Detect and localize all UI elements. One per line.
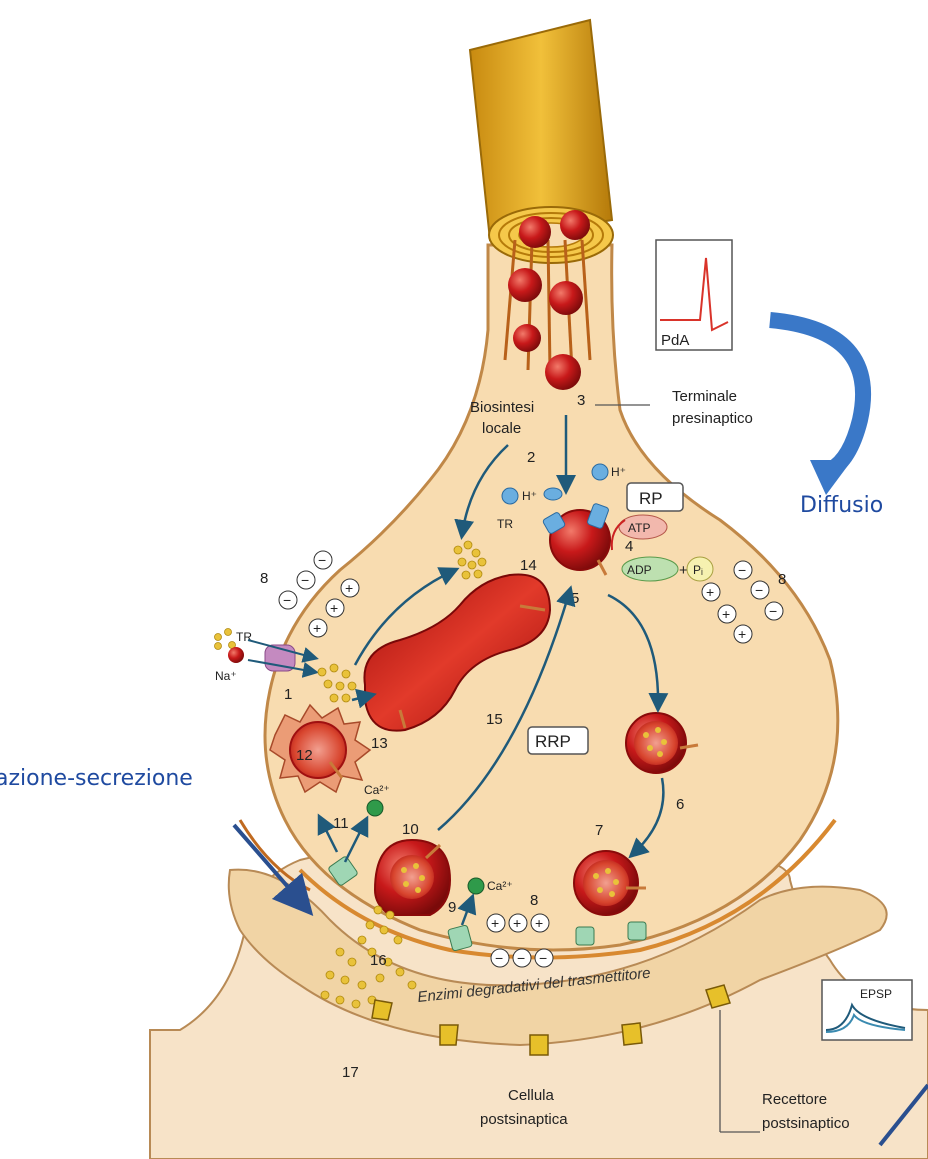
num-8-bottom: 8	[530, 892, 538, 909]
atp-label: ATP	[628, 521, 650, 535]
ca-label-right: Ca²⁺	[487, 879, 513, 893]
num-3: 3	[577, 392, 585, 409]
svg-text:−: −	[517, 950, 525, 966]
svg-text:+: +	[330, 600, 338, 616]
presynaptic-terminal	[265, 245, 838, 950]
rrp-box: RRP	[528, 727, 588, 754]
num-5: 5	[571, 590, 579, 607]
svg-text:+: +	[535, 915, 543, 931]
num-13: 13	[371, 735, 388, 752]
recettore-line2: postsinaptico	[762, 1115, 850, 1132]
num-4: 4	[625, 538, 633, 555]
epsp-label: EPSP	[860, 987, 892, 1001]
pi-label: Pᵢ	[693, 563, 703, 577]
rp-label: RP	[639, 489, 663, 508]
svg-text:−: −	[738, 562, 746, 578]
svg-text:−: −	[318, 552, 326, 568]
num-15: 15	[486, 711, 503, 728]
svg-text:−: −	[301, 572, 309, 588]
h-plus-left: H⁺	[522, 489, 537, 503]
terminale-line1: Terminale	[672, 388, 737, 405]
rrp-label: RRP	[535, 732, 571, 751]
diffusion-curved-arrow-icon	[770, 320, 863, 495]
num-1: 1	[284, 686, 292, 703]
svg-text:+: +	[345, 580, 353, 596]
tr-label-top: TR	[497, 517, 513, 531]
tr-label-left: TR	[236, 630, 252, 644]
num-8-left: 8	[260, 570, 268, 587]
num-9: 9	[448, 899, 456, 916]
svg-text:−: −	[539, 950, 547, 966]
svg-text:+: +	[513, 915, 521, 931]
num-17: 17	[342, 1064, 359, 1081]
cellula-line1: Cellula	[508, 1087, 555, 1104]
svg-text:+: +	[738, 626, 746, 642]
num-16: 16	[370, 952, 387, 969]
svg-text:−: −	[755, 582, 763, 598]
svg-text:+: +	[706, 584, 714, 600]
adp-label: ADP	[627, 563, 652, 577]
svg-text:+: +	[313, 620, 321, 636]
svg-text:+: +	[722, 606, 730, 622]
overlay-diffusio: Diffusio	[800, 493, 883, 518]
num-7: 7	[595, 822, 603, 839]
pda-label: PdA	[661, 332, 689, 349]
svg-text:−: −	[769, 603, 777, 619]
num-12: 12	[296, 747, 313, 764]
action-potential-inset: PdA	[656, 240, 732, 350]
biosintesi-line2: locale	[482, 420, 521, 437]
terminale-line2: presinaptico	[672, 410, 753, 427]
recettore-line1: Recettore	[762, 1091, 827, 1108]
svg-text:+: +	[491, 915, 499, 931]
num-8-right: 8	[778, 571, 786, 588]
svg-text:−: −	[495, 950, 503, 966]
num-6: 6	[676, 796, 684, 813]
fusing-vesicle	[375, 840, 450, 915]
rp-box: RP	[627, 483, 683, 511]
ca-label-left: Ca²⁺	[364, 783, 390, 797]
svg-text:−: −	[283, 592, 291, 608]
na-label: Na⁺	[215, 669, 237, 683]
num-11: 11	[333, 815, 349, 832]
h-plus-top: H⁺	[611, 465, 626, 479]
cellula-line2: postsinaptica	[480, 1111, 568, 1128]
biosintesi-line1: Biosintesi	[470, 399, 534, 416]
num-14: 14	[520, 557, 537, 574]
num-2: 2	[527, 449, 535, 466]
epsp-inset: EPSP	[822, 980, 912, 1040]
overlay-secrezione: azione-secrezione	[0, 766, 193, 791]
num-10: 10	[402, 821, 419, 838]
